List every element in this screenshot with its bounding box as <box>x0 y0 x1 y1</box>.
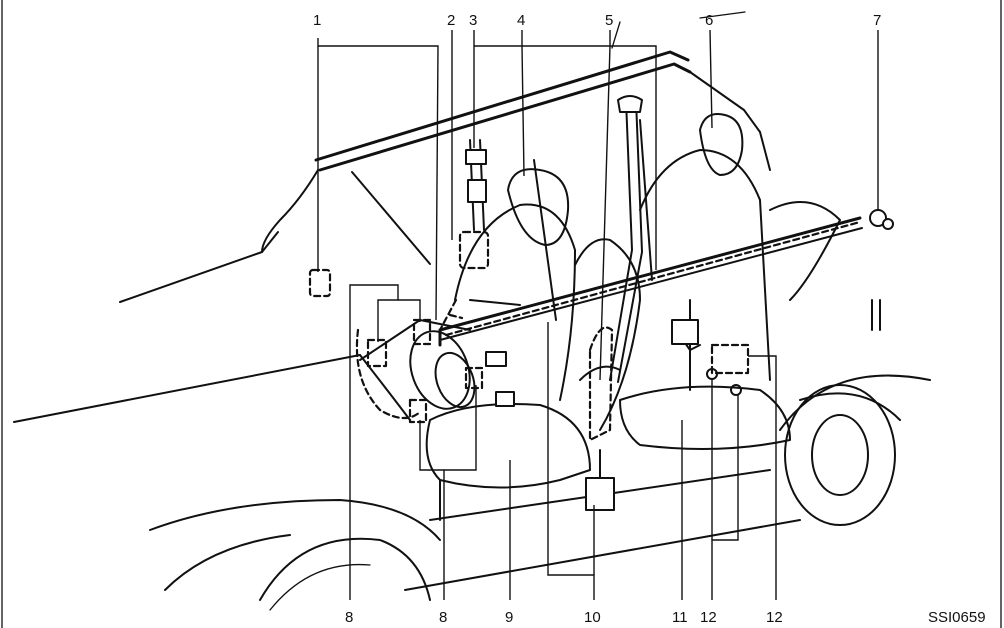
callout-1: 1 <box>313 12 321 29</box>
seat-belts <box>465 95 701 511</box>
airbag-modules <box>308 230 750 442</box>
callout-3: 3 <box>469 12 477 29</box>
callout-9: 9 <box>505 609 513 626</box>
callout-10: 10 <box>584 609 601 626</box>
leader-lines <box>317 29 879 600</box>
callout-labels: 1 2 3 4 5 6 7 8 8 9 10 11 12 12 SSI0659 <box>313 12 986 626</box>
rear-sensor <box>869 209 894 230</box>
callout-7: 7 <box>873 12 881 29</box>
callout-12-right: 12 <box>766 609 783 626</box>
driver-seat <box>425 168 591 521</box>
passenger-seat <box>619 113 841 450</box>
callout-6: 6 <box>705 12 713 29</box>
car-body-outline <box>13 11 931 611</box>
callout-4: 4 <box>517 12 525 29</box>
callout-11: 11 <box>672 609 688 626</box>
callout-8-left: 8 <box>345 609 353 626</box>
figure-code: SSI0659 <box>928 609 986 626</box>
side-curtain-airbag <box>438 216 863 347</box>
rear-seat <box>574 238 641 431</box>
callout-2: 2 <box>447 12 455 29</box>
steering-wheel <box>359 299 521 410</box>
callout-8-right: 8 <box>439 609 447 626</box>
callout-12-left: 12 <box>700 609 717 626</box>
callout-5: 5 <box>605 12 613 29</box>
